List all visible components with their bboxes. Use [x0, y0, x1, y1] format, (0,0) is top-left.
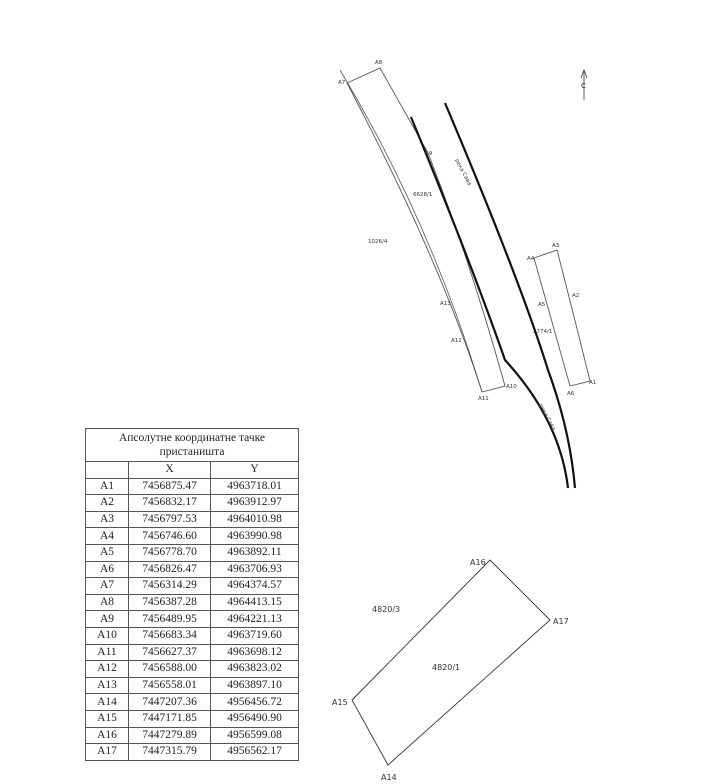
parcel-label: 4820/1: [432, 663, 460, 672]
north-arrow: С: [580, 68, 588, 100]
point-name: A14: [85, 693, 129, 711]
point-name: A9: [85, 610, 129, 628]
parcel-label: 4820/3: [372, 605, 400, 614]
svg-text:A1: A1: [589, 380, 596, 386]
dock-b-boundary: [533, 249, 591, 387]
svg-text:A15: A15: [332, 698, 348, 707]
y-coordinate: 4963718.01: [210, 477, 299, 496]
svg-text:A10: A10: [506, 384, 517, 390]
x-coordinate: 7456314.29: [128, 577, 211, 595]
svg-text:A13: A13: [440, 301, 451, 307]
svg-text:A16: A16: [470, 558, 486, 567]
y-coordinate: 4964374.57: [210, 577, 299, 595]
y-coordinate: 4964221.13: [210, 610, 299, 628]
svg-text:A11: A11: [478, 396, 489, 402]
y-coordinate: 4963698.12: [210, 643, 299, 662]
coordinates-table: Апсолутне координатне тачке пристаништа …: [85, 428, 299, 761]
y-coordinate: 4963823.02: [210, 660, 299, 678]
svg-text:A9: A9: [425, 151, 433, 157]
x-coordinate: 7456588.00: [128, 660, 211, 678]
svg-text:A12: A12: [451, 338, 462, 344]
svg-text:A3: A3: [552, 243, 560, 249]
river-bank-left: [409, 116, 570, 489]
dock-c-boundary: [351, 559, 551, 766]
point-name: A10: [85, 626, 129, 645]
svg-text:A2: A2: [572, 293, 579, 299]
svg-text:A8: A8: [375, 60, 383, 66]
river-bank-right: [443, 102, 577, 489]
point-name: A5: [85, 543, 129, 562]
x-coordinate: 7456387.28: [128, 593, 211, 612]
dock-a-boundary: [346, 67, 506, 393]
parcel-left-boundary: [339, 69, 483, 393]
river-label: река Сава: [537, 403, 556, 432]
svg-text:A7: A7: [338, 80, 346, 86]
parcel-label: 1026/4: [368, 239, 388, 245]
parcel-label: 2774/1: [533, 329, 552, 335]
x-coordinate: 7456778.70: [128, 543, 211, 562]
svg-text:A5: A5: [538, 302, 546, 308]
x-coordinate: 7447171.85: [128, 709, 211, 728]
x-coordinate: 7456832.17: [128, 494, 211, 512]
y-coordinate: 4963990.98: [210, 527, 299, 545]
y-coordinate: 4963719.60: [210, 626, 299, 645]
y-coordinate: 4956562.17: [210, 743, 299, 761]
north-label: С: [581, 82, 586, 90]
y-coordinate: 4963912.97: [210, 494, 299, 512]
parcel-label: 6628/1: [413, 192, 432, 198]
svg-text:A6: A6: [567, 391, 575, 397]
x-coordinate: 7456627.37: [128, 643, 211, 662]
svg-text:A14: A14: [381, 773, 397, 782]
x-coordinate: 7447315.79: [128, 743, 211, 761]
table-title: Апсолутне координатне тачке пристаништа: [85, 428, 299, 462]
svg-text:A4: A4: [527, 256, 535, 262]
svg-text:A17: A17: [553, 617, 569, 626]
